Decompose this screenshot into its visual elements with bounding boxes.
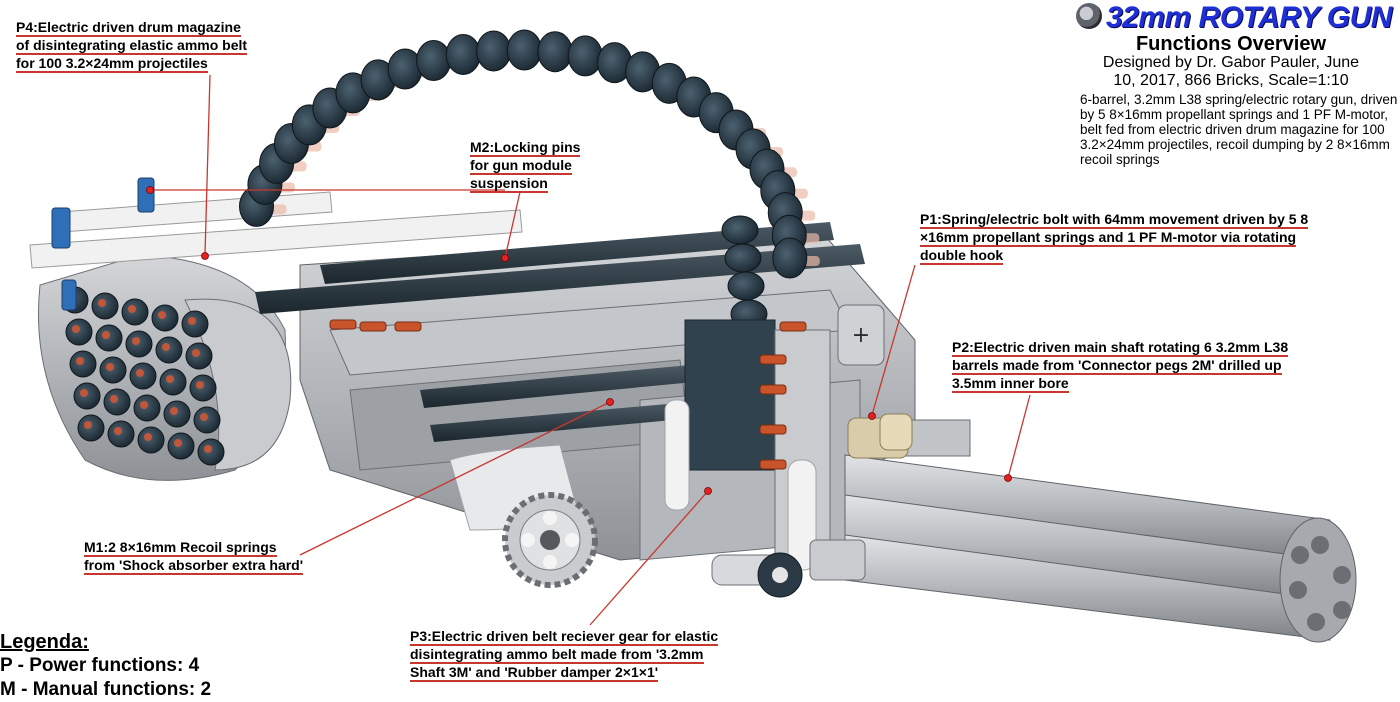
header: 32mm ROTARY GUN Functions Overview Desig… <box>1076 2 1392 90</box>
locking-rails <box>255 222 865 442</box>
projectile-tip <box>759 354 787 365</box>
drum-round <box>103 388 131 416</box>
front-beam: + <box>684 304 885 561</box>
drum-round <box>189 374 217 402</box>
drum-round <box>73 382 101 410</box>
belt-link <box>724 243 762 273</box>
callout-leaders <box>150 74 1031 626</box>
drum-round <box>151 304 179 332</box>
meta-line-2: 10, 2017, 866 Bricks, Scale=1:10 <box>1113 72 1349 89</box>
page-subtitle: Functions Overview <box>1135 33 1327 55</box>
page-title: 32mm ROTARY GUN <box>1076 2 1392 34</box>
drum-round <box>197 438 225 466</box>
drum-round <box>91 292 119 320</box>
projectile-tip <box>759 384 787 395</box>
belt-link <box>772 237 808 279</box>
belt-link <box>416 40 452 82</box>
callout-p1: P1:Spring/electric bolt with 64mm moveme… <box>920 211 1309 265</box>
drum-round <box>159 368 187 396</box>
belt-link <box>721 215 759 245</box>
motor-wheel <box>711 539 866 598</box>
tan-double-hook <box>847 413 913 459</box>
legend-power: P - Power functions: 4 <box>0 655 200 676</box>
legend: Legenda: P - Power functions: 4 M - Manu… <box>0 630 211 702</box>
legend-heading: Legenda: <box>0 631 89 653</box>
belt-link <box>537 31 573 73</box>
belt-link <box>476 30 512 72</box>
drum-round <box>107 420 135 448</box>
projectile-tip <box>359 321 387 332</box>
drum-round <box>129 362 157 390</box>
drum-round <box>99 356 127 384</box>
drum-round <box>185 342 213 370</box>
drum-round <box>65 318 93 346</box>
belt-link <box>445 33 481 75</box>
meta-line-1: Designed by Dr. Gabor Pauler, June <box>1102 54 1360 71</box>
drum-round <box>69 350 97 378</box>
belt-link <box>567 35 603 77</box>
drum-round <box>95 324 123 352</box>
callout-p2: P2:Electric driven main shaft rotating 6… <box>952 339 1289 393</box>
drum-round <box>77 414 105 442</box>
drum-round <box>155 336 183 364</box>
projectile-tip <box>779 321 807 332</box>
projectile-tip <box>394 321 422 332</box>
description: 6-barrel, 3.2mm L38 spring/electric rota… <box>1080 92 1398 167</box>
svg-text:+: + <box>852 323 870 348</box>
gear-logo-icon <box>1076 3 1102 30</box>
drum-round <box>181 310 209 338</box>
drum-round <box>125 330 153 358</box>
belt-link <box>727 271 765 301</box>
projectile-tip <box>329 319 357 330</box>
drum-round <box>133 394 161 422</box>
drum-round <box>137 426 165 454</box>
callout-p4: P4:Electric driven drum magazine of disi… <box>16 19 248 73</box>
projectile-tips <box>329 319 807 470</box>
callout-p3: P3:Electric driven belt reciever gear fo… <box>410 628 719 682</box>
projectile-tip <box>759 424 787 435</box>
drum-round <box>193 406 221 434</box>
belt-link <box>506 29 542 71</box>
callout-m1: M1:2 8×16mm Recoil springs from 'Shock a… <box>84 539 304 575</box>
drum-round <box>121 298 149 326</box>
callout-dots <box>146 186 1012 495</box>
projectile-tip <box>759 459 787 470</box>
ammo-belt-loop <box>239 29 820 357</box>
drum-round <box>167 432 195 460</box>
legend-manual: M - Manual functions: 2 <box>0 679 212 700</box>
barrel-assembly <box>844 419 1357 643</box>
belt-receiver-gear <box>502 492 598 588</box>
drum-round <box>163 400 191 428</box>
callout-m2: M2:Locking pins for gun module suspensio… <box>470 139 581 193</box>
